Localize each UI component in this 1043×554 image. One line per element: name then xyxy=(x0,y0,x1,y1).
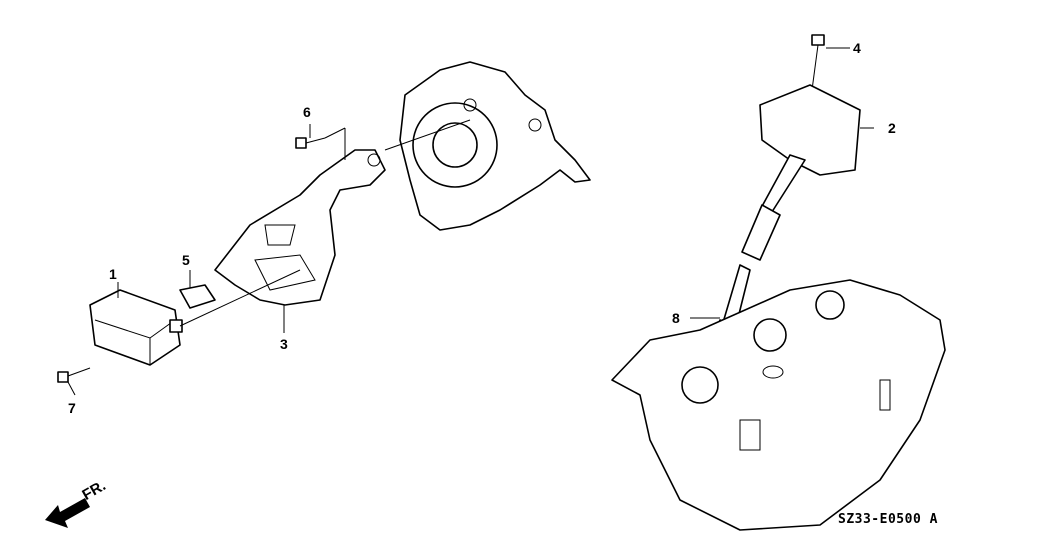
callout-3[interactable]: 3 xyxy=(280,336,288,352)
callout-1[interactable]: 1 xyxy=(109,266,117,282)
igniter-unit xyxy=(89,289,183,366)
callout-5[interactable]: 5 xyxy=(182,252,190,268)
callout-8[interactable]: 8 xyxy=(672,310,680,326)
engine-cover-housing xyxy=(399,61,591,231)
callout-6[interactable]: 6 xyxy=(303,104,311,120)
front-direction-arrow-icon xyxy=(45,498,90,528)
ignition-coil xyxy=(741,84,861,261)
diagram-code: SZ33-E0500 A xyxy=(838,512,938,527)
bracket-bolt xyxy=(295,137,326,149)
callout-4[interactable]: 4 xyxy=(853,40,861,56)
bracket xyxy=(214,149,386,306)
cylinder-head-cover xyxy=(611,279,946,531)
leader-lines xyxy=(67,47,874,396)
callout-2[interactable]: 2 xyxy=(888,120,896,136)
clip xyxy=(179,284,216,309)
callout-7[interactable]: 7 xyxy=(68,400,76,416)
igniter-bolt xyxy=(57,367,91,383)
coil-bolt xyxy=(811,34,825,91)
